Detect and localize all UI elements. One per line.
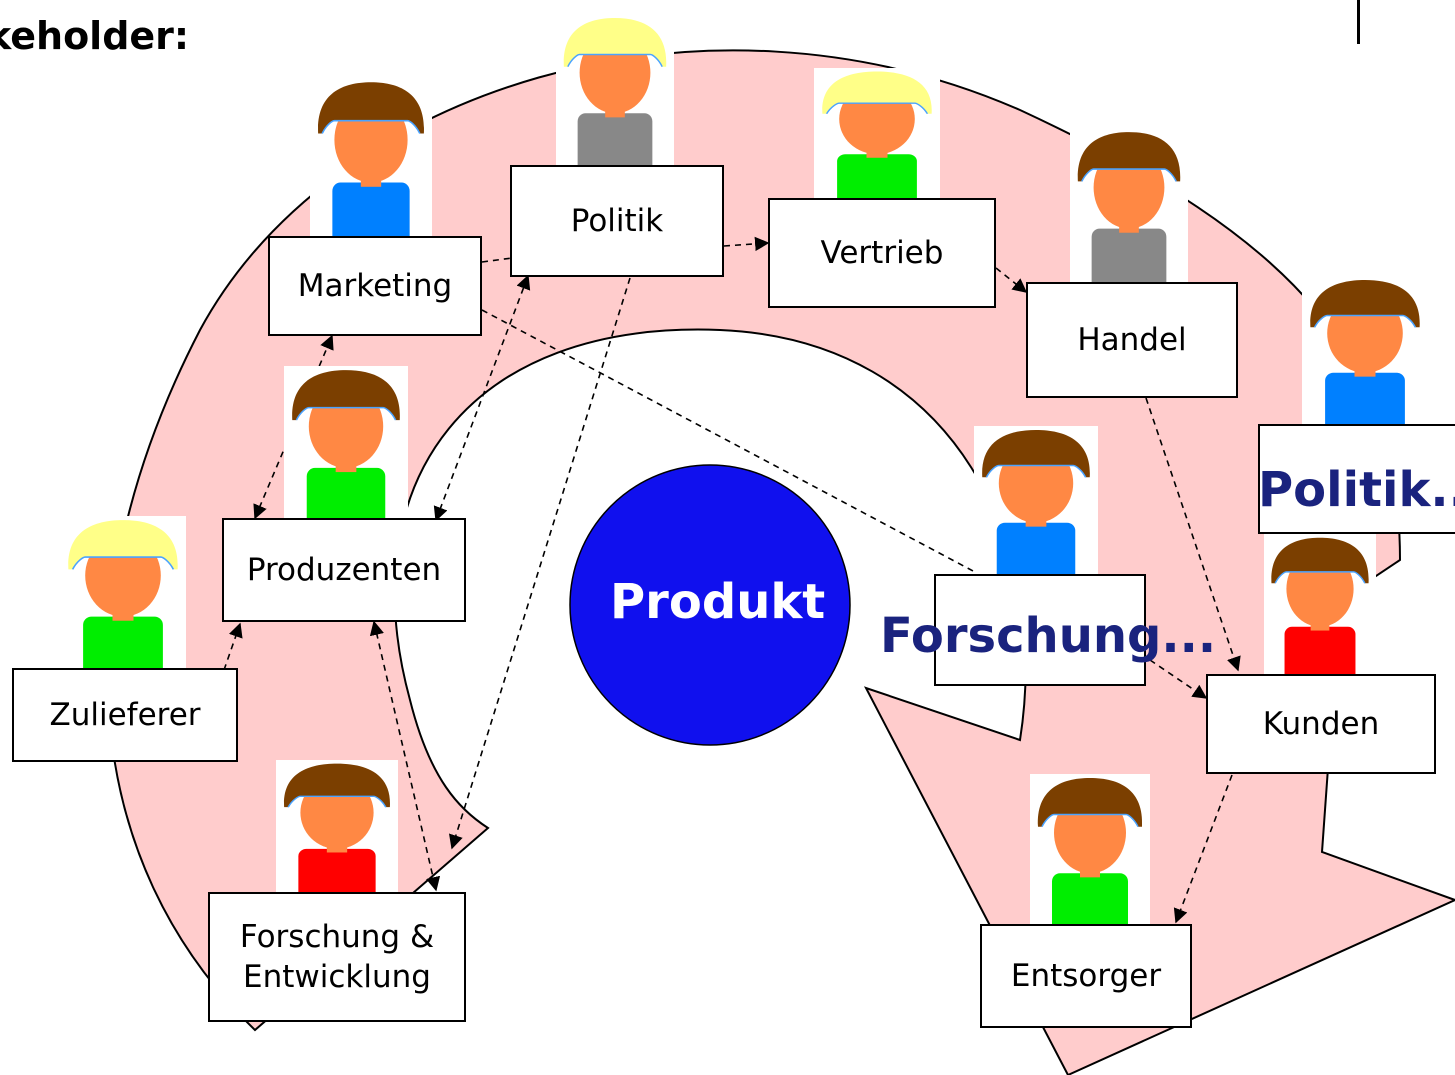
box-zulieferer: Zulieferer <box>12 668 238 762</box>
box-politik-2 <box>1258 424 1455 534</box>
torso <box>1091 228 1167 282</box>
top-divider <box>1357 0 1360 44</box>
torso <box>298 848 376 896</box>
person-politik-2-icon <box>1302 276 1428 424</box>
hairline <box>1313 314 1417 328</box>
label-marketing: Marketing <box>297 267 453 304</box>
box-produzenten: Produzenten <box>222 518 466 622</box>
hairline <box>1081 168 1177 182</box>
person-entsorger-icon <box>1030 774 1150 926</box>
label-zulieferer: Zulieferer <box>49 696 201 733</box>
torso <box>83 616 163 670</box>
box-vertrieb: Vertrieb <box>768 198 996 308</box>
connector-handel-kunden <box>1145 397 1241 672</box>
hairline <box>71 556 175 570</box>
hair <box>292 370 400 421</box>
connector-produzenten-forschung-entwicklung <box>369 620 441 892</box>
connector-forschung-kunden <box>1149 659 1208 699</box>
person-forschung-entwicklung-icon <box>276 760 398 896</box>
box-marketing: Marketing <box>268 236 482 336</box>
label-vertrieb: Vertrieb <box>820 234 944 271</box>
torso <box>332 182 410 238</box>
big-label-forschung: Forschung... <box>880 608 1217 664</box>
torso <box>577 113 653 166</box>
label-entsorger: Entsorger <box>1010 957 1162 994</box>
box-politik: Politik <box>510 165 724 277</box>
torso <box>306 467 386 522</box>
person-handel-icon <box>1070 128 1188 282</box>
person-vertrieb-icon <box>814 68 940 200</box>
torso <box>996 522 1076 574</box>
person-kunden-icon <box>1264 534 1376 676</box>
person-zulieferer-icon <box>60 516 186 670</box>
connector-zulieferer-produzenten <box>223 622 243 671</box>
label-kunden: Kunden <box>1262 705 1380 742</box>
hairline <box>287 795 387 808</box>
person-politik-icon <box>556 14 674 166</box>
box-forschung-entwicklung: Forschung & Entwicklung <box>208 892 466 1022</box>
box-entsorger: Entsorger <box>980 924 1192 1028</box>
person-forschung-icon <box>974 426 1098 574</box>
person-produzenten-icon <box>284 366 408 522</box>
produkt-label: Produkt <box>610 574 826 630</box>
torso <box>1052 873 1128 926</box>
connector-lines <box>223 236 1241 924</box>
produkt-circle <box>569 464 851 746</box>
hairline <box>567 53 663 68</box>
big-label-politik-2: Politik... <box>1258 462 1455 518</box>
label-politik: Politik <box>570 202 664 239</box>
label-forschung-entwicklung: Forschung & Entwicklung <box>239 918 435 995</box>
hairline <box>825 102 929 115</box>
box-forschung <box>934 574 1146 686</box>
torso <box>837 154 917 200</box>
torso <box>1284 626 1356 676</box>
hair <box>1037 778 1143 827</box>
hairline <box>985 464 1087 478</box>
connector-marketing-politik <box>481 257 513 263</box>
label-handel: Handel <box>1077 321 1187 358</box>
connector-kunden-entsorger <box>1173 774 1233 924</box>
box-kunden: Kunden <box>1206 674 1436 774</box>
hairline <box>1274 571 1366 584</box>
person-marketing-icon <box>310 78 432 238</box>
hairline <box>295 406 397 421</box>
hairline <box>1041 813 1139 828</box>
connector-marketing-forschung <box>481 309 991 581</box>
connector-politik-forschung-entwicklung <box>448 277 631 850</box>
torso <box>1325 372 1405 424</box>
box-handel: Handel <box>1026 282 1238 398</box>
hairline <box>321 119 421 134</box>
slide-heading: keholder: <box>0 14 190 58</box>
label-produzenten: Produzenten <box>246 551 442 588</box>
hair <box>318 82 424 134</box>
connector-politik-vertrieb <box>723 236 770 252</box>
hair <box>1271 537 1369 584</box>
